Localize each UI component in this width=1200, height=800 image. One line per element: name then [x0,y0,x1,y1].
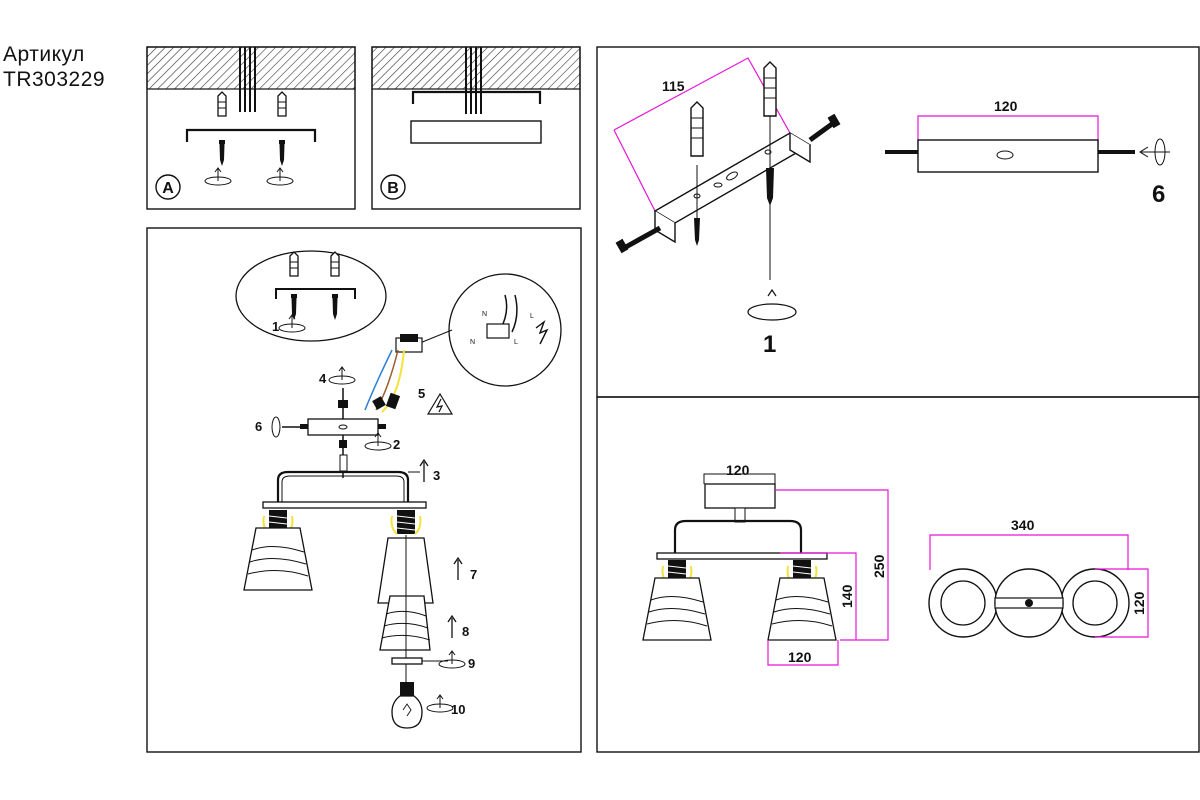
step-8-label: 8 [462,624,469,639]
dim-250-label: 250 [871,554,887,578]
top-view-left [928,568,998,638]
dim-140-line [780,552,857,640]
base-plate [410,120,542,144]
voltage-icon [535,320,549,345]
panel-b-badge [380,174,406,200]
article-label: Артикул [3,43,85,66]
mount-bracket [185,128,317,142]
step-2-label: 2 [393,437,400,452]
top-view-right [1060,568,1130,638]
step-7-label: 7 [470,567,477,582]
dim-base-label: 120 [726,462,750,478]
plate-side [917,139,1099,173]
step-10-label: 10 [451,702,465,717]
panel-b-label: B [387,180,399,197]
dim-shade-width-label: 120 [788,649,812,665]
mounting-detail-panel: 115 1 120 [596,46,1200,398]
step-4-label: 4 [319,371,327,386]
step-6-label: 6 [255,419,262,434]
step-3-label: 3 [433,468,440,483]
article-block: Артикул TR303229 [3,42,105,92]
dim-plate-label: 120 [994,98,1018,114]
step-1-label: 1 [272,319,279,334]
dim-shade-width-line [767,640,839,666]
panel-b: B [371,46,581,210]
rotation-icon [747,303,797,321]
lamp-arm [276,470,410,502]
mounting-bracket [653,132,812,224]
detail-step-6: 6 [1152,181,1165,208]
dimensions-panel: 120 250 140 120 340 120 [596,396,1200,753]
assembly-panel: 1 N L N L 4 5 6 [146,227,582,753]
wire-n-top: N [482,311,487,318]
dim-115-label: 115 [662,78,685,94]
dim-plate-line [917,115,1099,145]
bulb [391,695,423,729]
warning-icon [426,392,454,415]
dim-140-label: 140 [839,584,855,608]
step-9-label: 9 [468,656,475,671]
base-box [704,483,776,509]
dim-depth-line [1095,568,1149,638]
detail-step-1: 1 [763,331,776,358]
wire-n-bottom: N [470,339,475,346]
wire-l-top: L [530,313,534,320]
panel-a: A [146,46,356,210]
bulb-base [400,682,414,696]
lamp-bar [262,501,427,509]
ceiling-plate [307,418,379,436]
step-5-label: 5 [418,386,425,401]
dim-340-label: 340 [1011,517,1035,533]
retaining-ring [391,657,423,665]
article-code: TR303229 [3,68,106,91]
callout-ellipse [235,250,387,342]
dim-340-line [929,534,1129,570]
panel-a-badge [155,174,181,200]
dim-depth-label: 120 [1131,591,1147,615]
dim-250-line [775,489,889,641]
wire-l-bottom: L [514,339,518,346]
panel-a-label: A [162,180,174,197]
